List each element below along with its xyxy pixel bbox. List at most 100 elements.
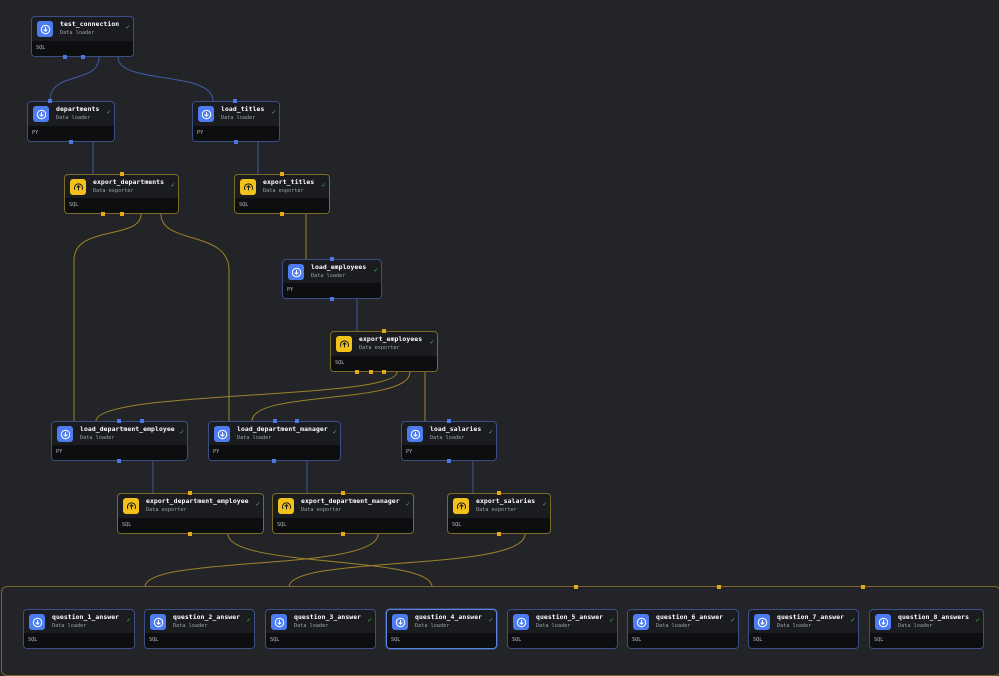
- connection-port[interactable]: [234, 140, 238, 144]
- block-language: PY: [213, 449, 220, 455]
- connection-port[interactable]: [497, 532, 501, 536]
- block-language: SQL: [36, 45, 46, 51]
- block-footer: SQL: [870, 633, 983, 648]
- block-language: SQL: [753, 637, 763, 643]
- block-language: SQL: [122, 522, 132, 528]
- connection-port[interactable]: [101, 212, 105, 216]
- connection-port[interactable]: [717, 585, 721, 589]
- connection-port[interactable]: [272, 459, 276, 463]
- block-language: PY: [406, 449, 413, 455]
- block-title: load_department_employee: [80, 425, 175, 433]
- block-type: Data exporter: [301, 507, 342, 513]
- download-circle-icon: [57, 426, 73, 442]
- block-footer: SQL: [387, 633, 496, 648]
- block-type: Data loader: [173, 623, 208, 629]
- connection-port[interactable]: [497, 491, 501, 495]
- check-icon: ✓: [730, 616, 735, 624]
- block-title: departments: [56, 105, 100, 113]
- connection-port[interactable]: [48, 99, 52, 103]
- connection-port[interactable]: [63, 55, 67, 59]
- connection-port[interactable]: [280, 212, 284, 216]
- connection-port[interactable]: [341, 532, 345, 536]
- connection-port[interactable]: [188, 491, 192, 495]
- connection-port[interactable]: [188, 532, 192, 536]
- upload-circle-icon: [240, 179, 256, 195]
- connection-port[interactable]: [140, 419, 144, 423]
- connection-port[interactable]: [117, 459, 121, 463]
- block-type: Data loader: [221, 115, 256, 121]
- block-footer: SQL: [749, 633, 858, 648]
- connection-port[interactable]: [120, 172, 124, 176]
- check-icon: ✓: [321, 181, 326, 189]
- connection-port[interactable]: [81, 55, 85, 59]
- block-title: export_titles: [263, 178, 315, 186]
- connection-port[interactable]: [369, 370, 373, 374]
- connection-port[interactable]: [330, 257, 334, 261]
- connection-port[interactable]: [280, 172, 284, 176]
- connection-port[interactable]: [861, 585, 865, 589]
- connection-port[interactable]: [447, 419, 451, 423]
- block-type: Data loader: [311, 273, 346, 279]
- connection-port[interactable]: [69, 140, 73, 144]
- connection-port[interactable]: [382, 370, 386, 374]
- connection-port[interactable]: [574, 585, 578, 589]
- connection-port[interactable]: [447, 459, 451, 463]
- connection-port[interactable]: [120, 212, 124, 216]
- block-footer: SQL: [65, 198, 178, 213]
- connection-port[interactable]: [233, 99, 237, 103]
- check-icon: ✓: [488, 616, 493, 624]
- check-icon: ✓: [255, 500, 260, 508]
- check-icon: ✓: [429, 338, 434, 346]
- edge: [160, 213, 230, 421]
- connection-port[interactable]: [295, 419, 299, 423]
- block-footer: PY: [209, 445, 340, 460]
- upload-circle-icon: [278, 498, 294, 514]
- block-title: question_1_answer: [52, 613, 120, 621]
- connection-port[interactable]: [273, 419, 277, 423]
- connection-port[interactable]: [355, 370, 359, 374]
- block-title: question_8_answers: [898, 613, 970, 621]
- block-language: SQL: [239, 202, 249, 208]
- download-circle-icon: [198, 106, 214, 122]
- check-icon: ✓: [126, 616, 131, 624]
- check-icon: ✓: [367, 616, 372, 624]
- block-footer: SQL: [331, 356, 437, 371]
- block-type: Data loader: [656, 623, 691, 629]
- block-footer: PY: [28, 126, 114, 141]
- connection-port[interactable]: [382, 329, 386, 333]
- block-type: Data exporter: [146, 507, 187, 513]
- download-circle-icon: [392, 614, 408, 630]
- download-circle-icon: [754, 614, 770, 630]
- block-language: SQL: [452, 522, 462, 528]
- download-circle-icon: [633, 614, 649, 630]
- connection-port[interactable]: [330, 297, 334, 301]
- connection-port[interactable]: [341, 491, 345, 495]
- connection-port[interactable]: [117, 419, 121, 423]
